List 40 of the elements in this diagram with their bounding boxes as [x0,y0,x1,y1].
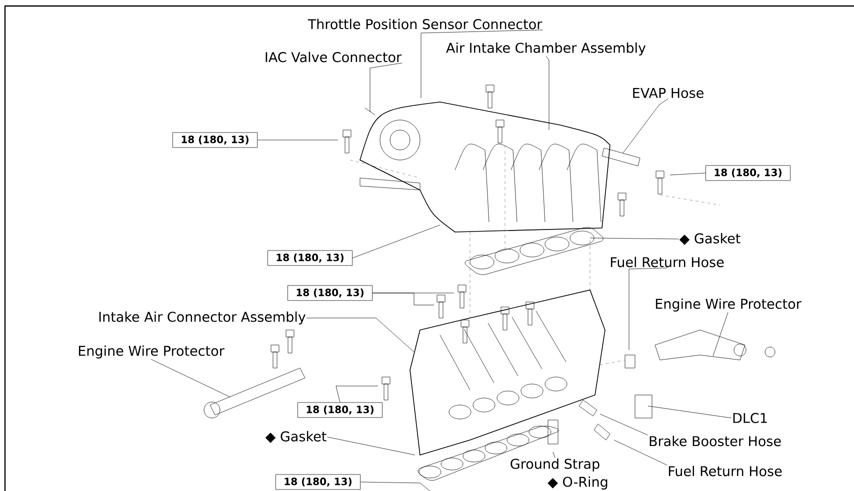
leader-line [670,172,706,176]
leader-line [600,414,648,436]
leader-line [360,482,430,491]
torque-spec-box: 18 (180, 13) [172,132,258,148]
torque-spec-box: 18 (180, 13) [276,474,360,490]
part-label: ◆ O-Ring [547,476,609,490]
torque-spec-box: 18 (180, 13) [706,165,790,181]
part-label: ◆ Gasket [678,232,742,246]
leader-line [336,386,378,402]
torque-spec-box: 18 (180, 13) [268,250,352,266]
part-label: Throttle Position Sensor Connector [307,18,543,30]
leader-line [552,452,556,458]
part-label: Fuel Return Hose [609,256,725,268]
leader-line [372,292,434,306]
leader-line [590,238,679,240]
torque-spec-box: 18 (180, 13) [298,402,382,418]
part-label: EVAP Hose [631,87,705,99]
leader-line [327,436,416,456]
leader-line [306,318,414,352]
part-label: DLC1 [732,412,768,424]
leader-line [614,440,668,466]
leader-line [150,359,230,398]
leader-line [712,312,728,356]
leader-line [420,30,544,98]
leader-line [622,98,668,154]
part-label: Brake Booster Hose [648,435,782,447]
leader-line [628,268,668,350]
part-label: Fuel Return Hose [667,465,783,477]
part-label: Intake Air Connector Assembly [98,310,306,326]
leader-line [352,224,440,258]
leader-line [648,406,732,418]
part-label: IAC Valve Connector [264,51,402,63]
part-label: Engine Wire Protector [654,298,802,312]
leader-line [370,62,402,112]
leader-line [546,56,550,130]
part-label: ◆ Gasket [264,430,328,444]
part-label: Ground Strap [509,458,601,472]
part-label: Engine Wire Protector [77,344,225,360]
torque-spec-box: 18 (180, 13) [288,285,372,301]
part-label: Air Intake Chamber Assembly [445,42,647,56]
